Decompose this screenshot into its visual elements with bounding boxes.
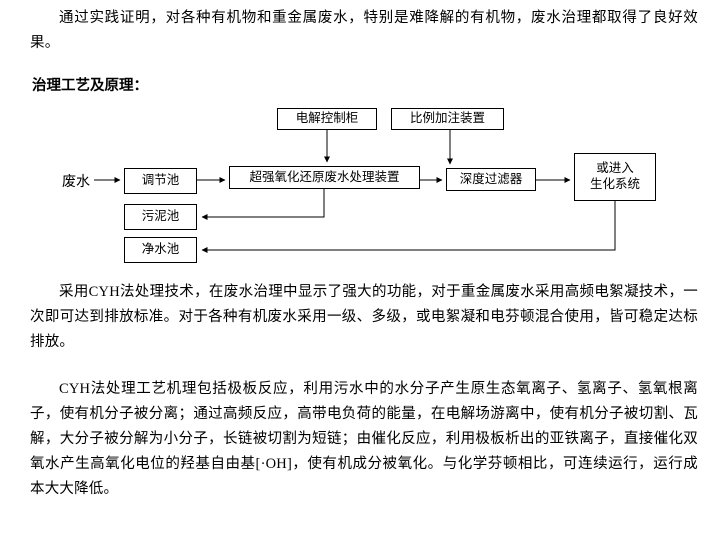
box-biochemical-system: 或进入 生化系统	[574, 153, 656, 201]
section-heading: 治理工艺及原理：	[32, 78, 148, 94]
box-adjustment-tank: 调节池	[124, 168, 197, 194]
document-page: 通过实践证明，对各种有机物和重金属废水，特别是难降解的有机物，废水治理都取得了良…	[0, 10, 728, 497]
wastewater-label: 废水	[62, 175, 90, 190]
box-deep-filter: 深度过滤器	[446, 168, 536, 191]
box-sludge-tank: 污泥池	[124, 204, 197, 230]
cyh-function-paragraph: 采用CYH法处理技术，在废水治理中显示了强大的功能，对于重金属废水采用高频电絮凝…	[30, 284, 698, 350]
diagram-connector-lines	[94, 130, 616, 253]
box-clean-water-tank: 净水池	[124, 237, 197, 263]
box-oxidation-reduction-treatment-device: 超强氧化还原废水处理装置	[229, 166, 420, 189]
process-flow-diagram: 废水 电解控制柜 比例加注装置 调节池 超强氧化还原废水处理装置 深度过滤器 或…	[0, 100, 728, 272]
box-proportional-dosing-device: 比例加注装置	[391, 108, 504, 130]
intro-paragraph: 通过实践证明，对各种有机物和重金属废水，特别是难降解的有机物，废水治理都取得了良…	[30, 10, 698, 51]
cyh-mechanism-paragraph: CYH法处理工艺机理包括极板反应，利用污水中的水分子产生原生态氧离子、氢离子、氢…	[30, 381, 698, 497]
box-electrolysis-control-cabinet: 电解控制柜	[277, 108, 377, 130]
